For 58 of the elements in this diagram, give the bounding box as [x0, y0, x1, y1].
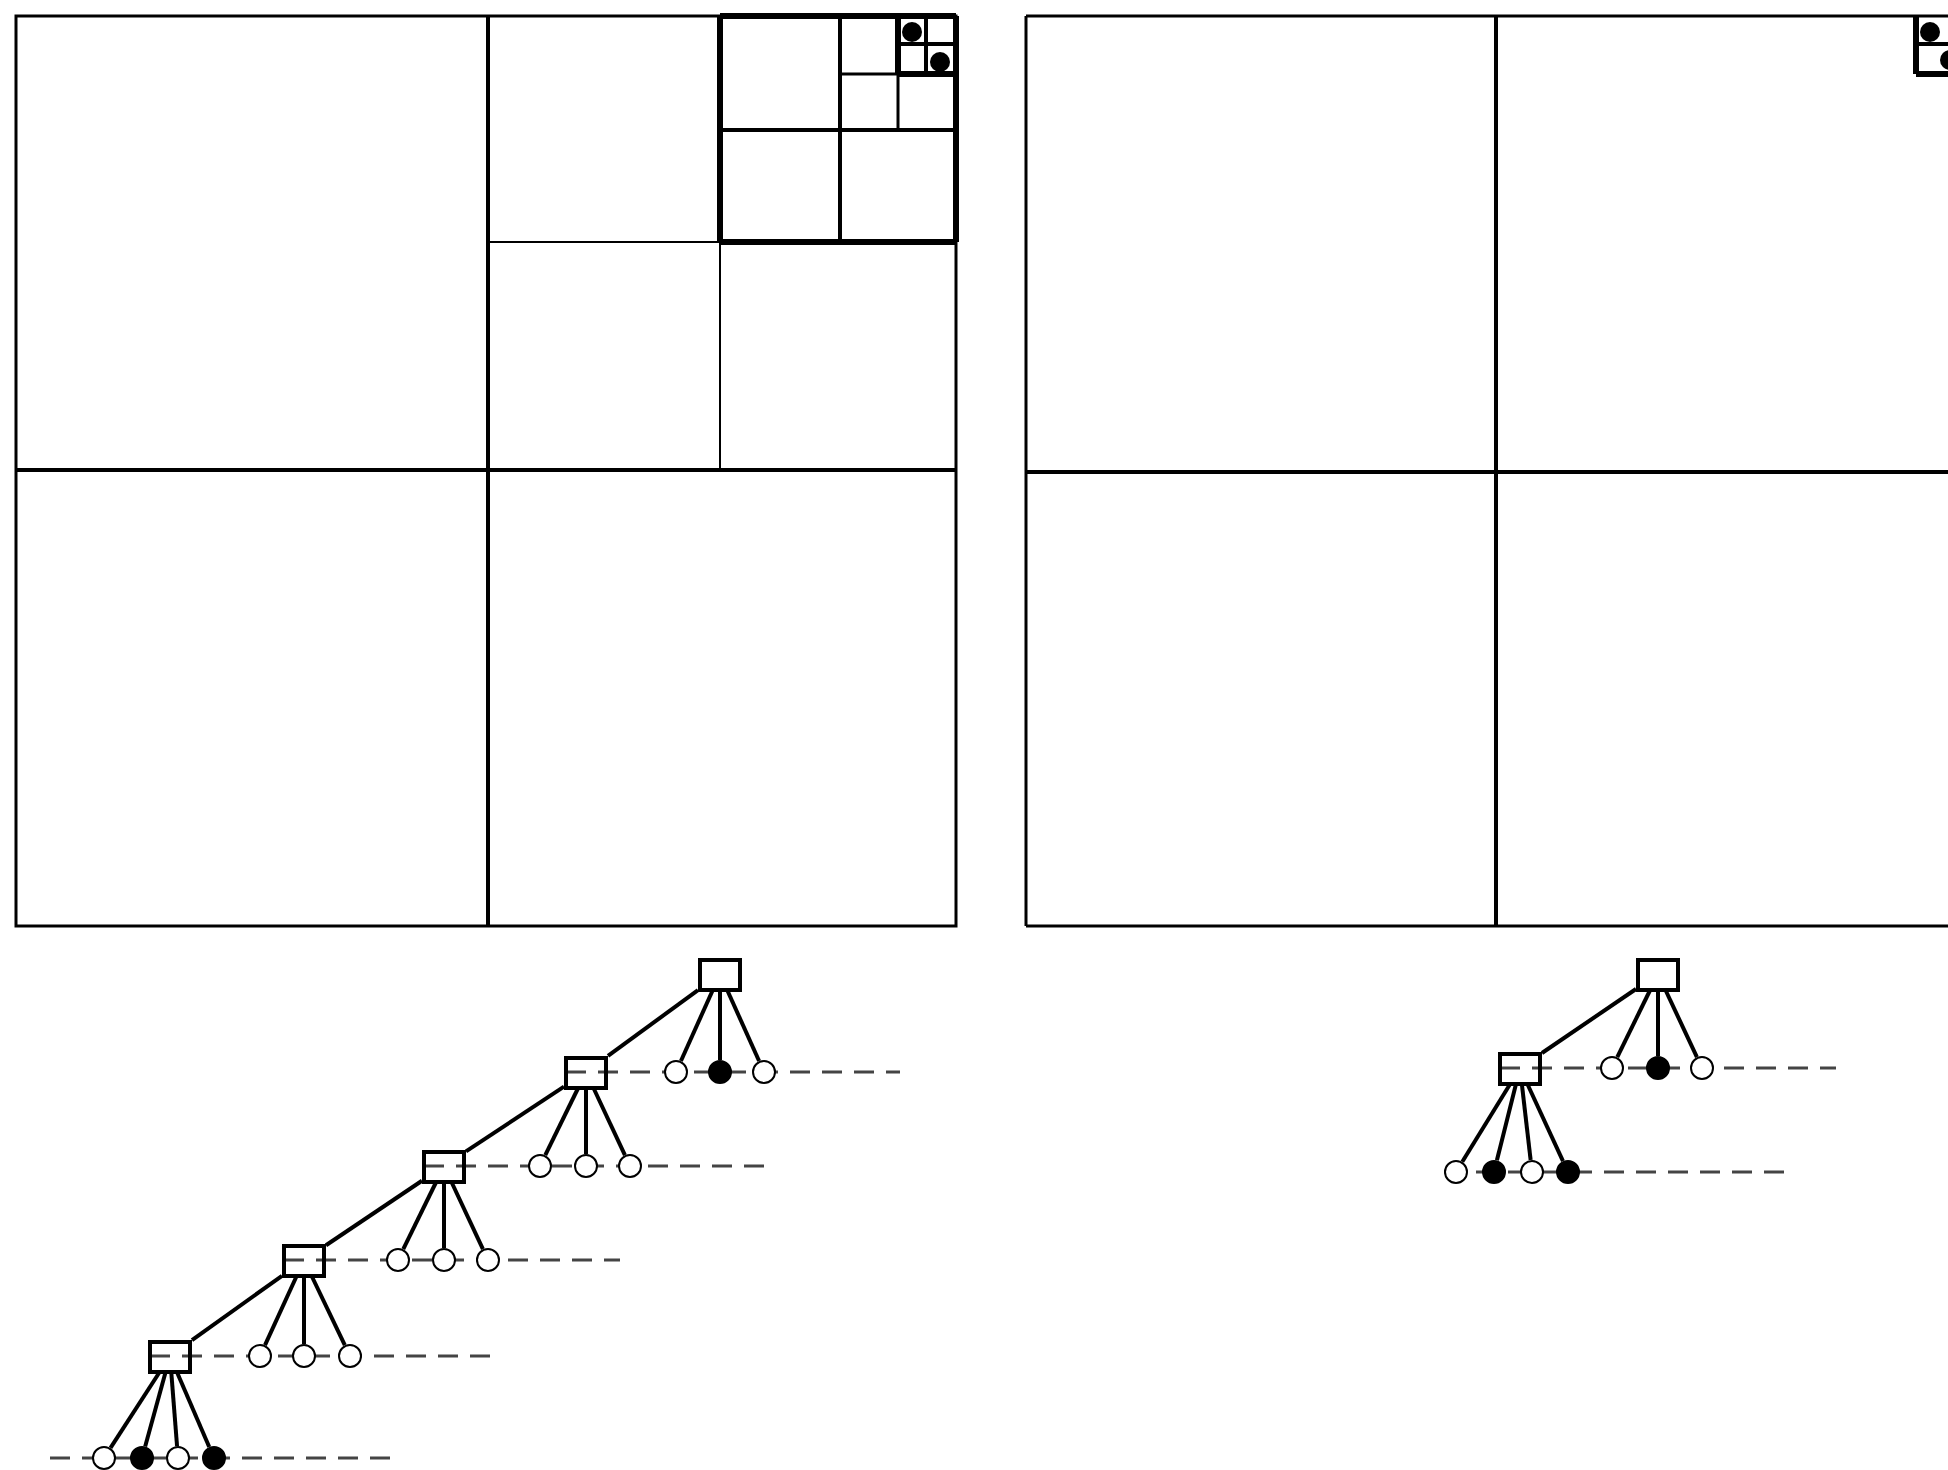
tree-edge — [169, 1372, 180, 1447]
leaf-circle — [386, 1248, 410, 1272]
tree-edge — [1526, 1084, 1565, 1162]
tree-edge — [1615, 990, 1652, 1059]
tree-edge — [108, 1371, 161, 1449]
tree-edge — [175, 1372, 212, 1448]
tree-edge — [401, 1182, 438, 1251]
tree-edge — [310, 1276, 347, 1347]
filled-leaf-circle — [202, 1446, 226, 1470]
leaf-circle — [292, 1344, 316, 1368]
tree-edge — [442, 1183, 446, 1248]
leaf-circle — [1444, 1160, 1468, 1184]
leaf-circle — [92, 1446, 116, 1470]
tree-node-box — [148, 1339, 192, 1373]
tree-edge — [464, 1084, 566, 1154]
tree-node-box — [1636, 957, 1680, 991]
tree-edge — [1664, 990, 1699, 1058]
leaf-circle — [338, 1344, 362, 1368]
tree-edge — [302, 1277, 306, 1344]
leaf-circle — [1600, 1056, 1624, 1080]
filled-leaf-circle — [1646, 1056, 1670, 1080]
tree-node-box — [282, 1243, 326, 1277]
leaf-circle — [248, 1344, 272, 1368]
tree-edge — [1656, 991, 1660, 1056]
tree-edge — [190, 1274, 284, 1342]
tree-node-box — [1498, 1051, 1542, 1085]
tree-edge — [324, 1179, 424, 1247]
leaf-circle — [1520, 1160, 1544, 1184]
tree-edge — [263, 1276, 299, 1346]
leaf-circle — [618, 1154, 642, 1178]
tree-edge — [450, 1182, 485, 1250]
filled-leaf-circle — [708, 1060, 732, 1084]
tree-node-box — [564, 1055, 608, 1089]
leaf-circle — [166, 1446, 190, 1470]
leaf-circle — [752, 1060, 776, 1084]
tree-edge — [1519, 1084, 1533, 1161]
tree-edge — [584, 1089, 588, 1154]
leaf-circle — [476, 1248, 500, 1272]
tree-node-box — [422, 1149, 466, 1183]
leaf-circle — [1690, 1056, 1714, 1080]
leaf-circle — [664, 1060, 688, 1084]
tree-edge — [1540, 987, 1638, 1055]
tree-edge — [592, 1088, 627, 1156]
tree-edge — [679, 990, 715, 1062]
leaf-circle — [528, 1154, 552, 1178]
tree-edge — [725, 990, 761, 1062]
leaf-circle — [432, 1248, 456, 1272]
tree-edge — [143, 1372, 168, 1447]
tree-edge — [606, 988, 700, 1058]
tree-edge — [1460, 1083, 1512, 1163]
tree-edge — [543, 1088, 580, 1157]
filled-leaf-circle — [1482, 1160, 1506, 1184]
filled-leaf-circle — [1556, 1160, 1580, 1184]
tree-edge — [718, 991, 722, 1060]
filled-leaf-circle — [130, 1446, 154, 1470]
tree-edge — [1494, 1084, 1518, 1161]
tree-node-box — [698, 957, 742, 991]
leaf-circle — [574, 1154, 598, 1178]
